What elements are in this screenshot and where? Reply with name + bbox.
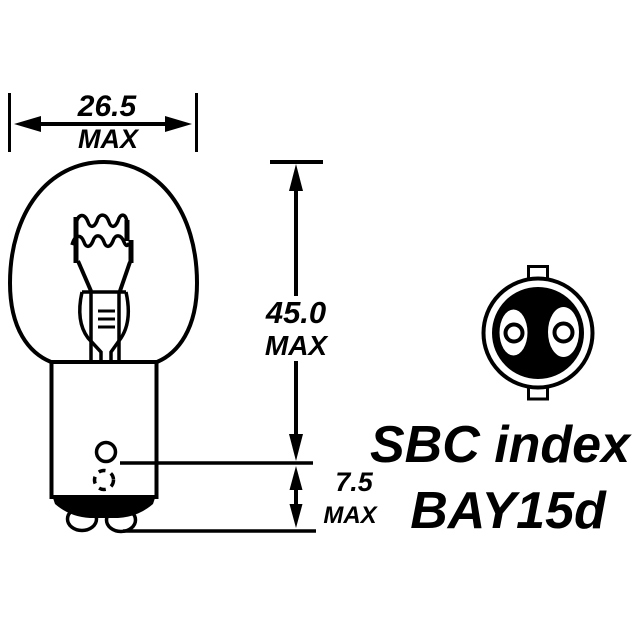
height-dimension: 45.0 MAX [265, 160, 330, 461]
base-arrowhead-down [289, 504, 303, 528]
base-value: 7.5 [335, 467, 374, 497]
bay15d-label: BAY15d [410, 482, 607, 540]
end-view-contact-dot-right [552, 321, 575, 344]
cap-body [49, 360, 159, 499]
lead-wire-right [118, 261, 132, 292]
sbc-index-label: SBC index [370, 416, 632, 474]
glass-envelope [7, 159, 200, 364]
cap-insulator-black [52, 495, 156, 518]
stem-outline-left [78, 291, 103, 362]
width-arrowhead-left [14, 116, 41, 132]
width-arrowhead-right [165, 116, 192, 132]
stem-hatch-lines [98, 309, 115, 329]
offset-pin-hidden [92, 468, 116, 492]
bulb-side-view [7, 159, 200, 534]
height-arrowhead-down [289, 434, 303, 461]
height-qualifier: MAX [265, 330, 330, 361]
filament-coil-top [74, 213, 129, 229]
base-arrowhead-up [289, 466, 303, 490]
cap-end-view [481, 265, 595, 401]
base-qualifier: MAX [323, 502, 378, 529]
base-dimension: 7.5 MAX [120, 461, 379, 533]
height-arrowhead-up [289, 164, 303, 191]
stem-outline-right [109, 291, 131, 362]
height-value: 45.0 [265, 295, 326, 330]
width-value: 26.5 [77, 90, 138, 123]
lead-wire-left [76, 260, 93, 292]
width-dimension: 26.5 MAX [8, 90, 198, 154]
width-qualifier: MAX [78, 124, 140, 154]
filament-assembly [70, 213, 134, 292]
index-pin [94, 440, 118, 464]
end-view-contact-dot-left [503, 322, 525, 344]
glass-stem [78, 290, 131, 362]
filament-coil-bottom [70, 234, 131, 249]
bayonet-cap [49, 360, 159, 534]
